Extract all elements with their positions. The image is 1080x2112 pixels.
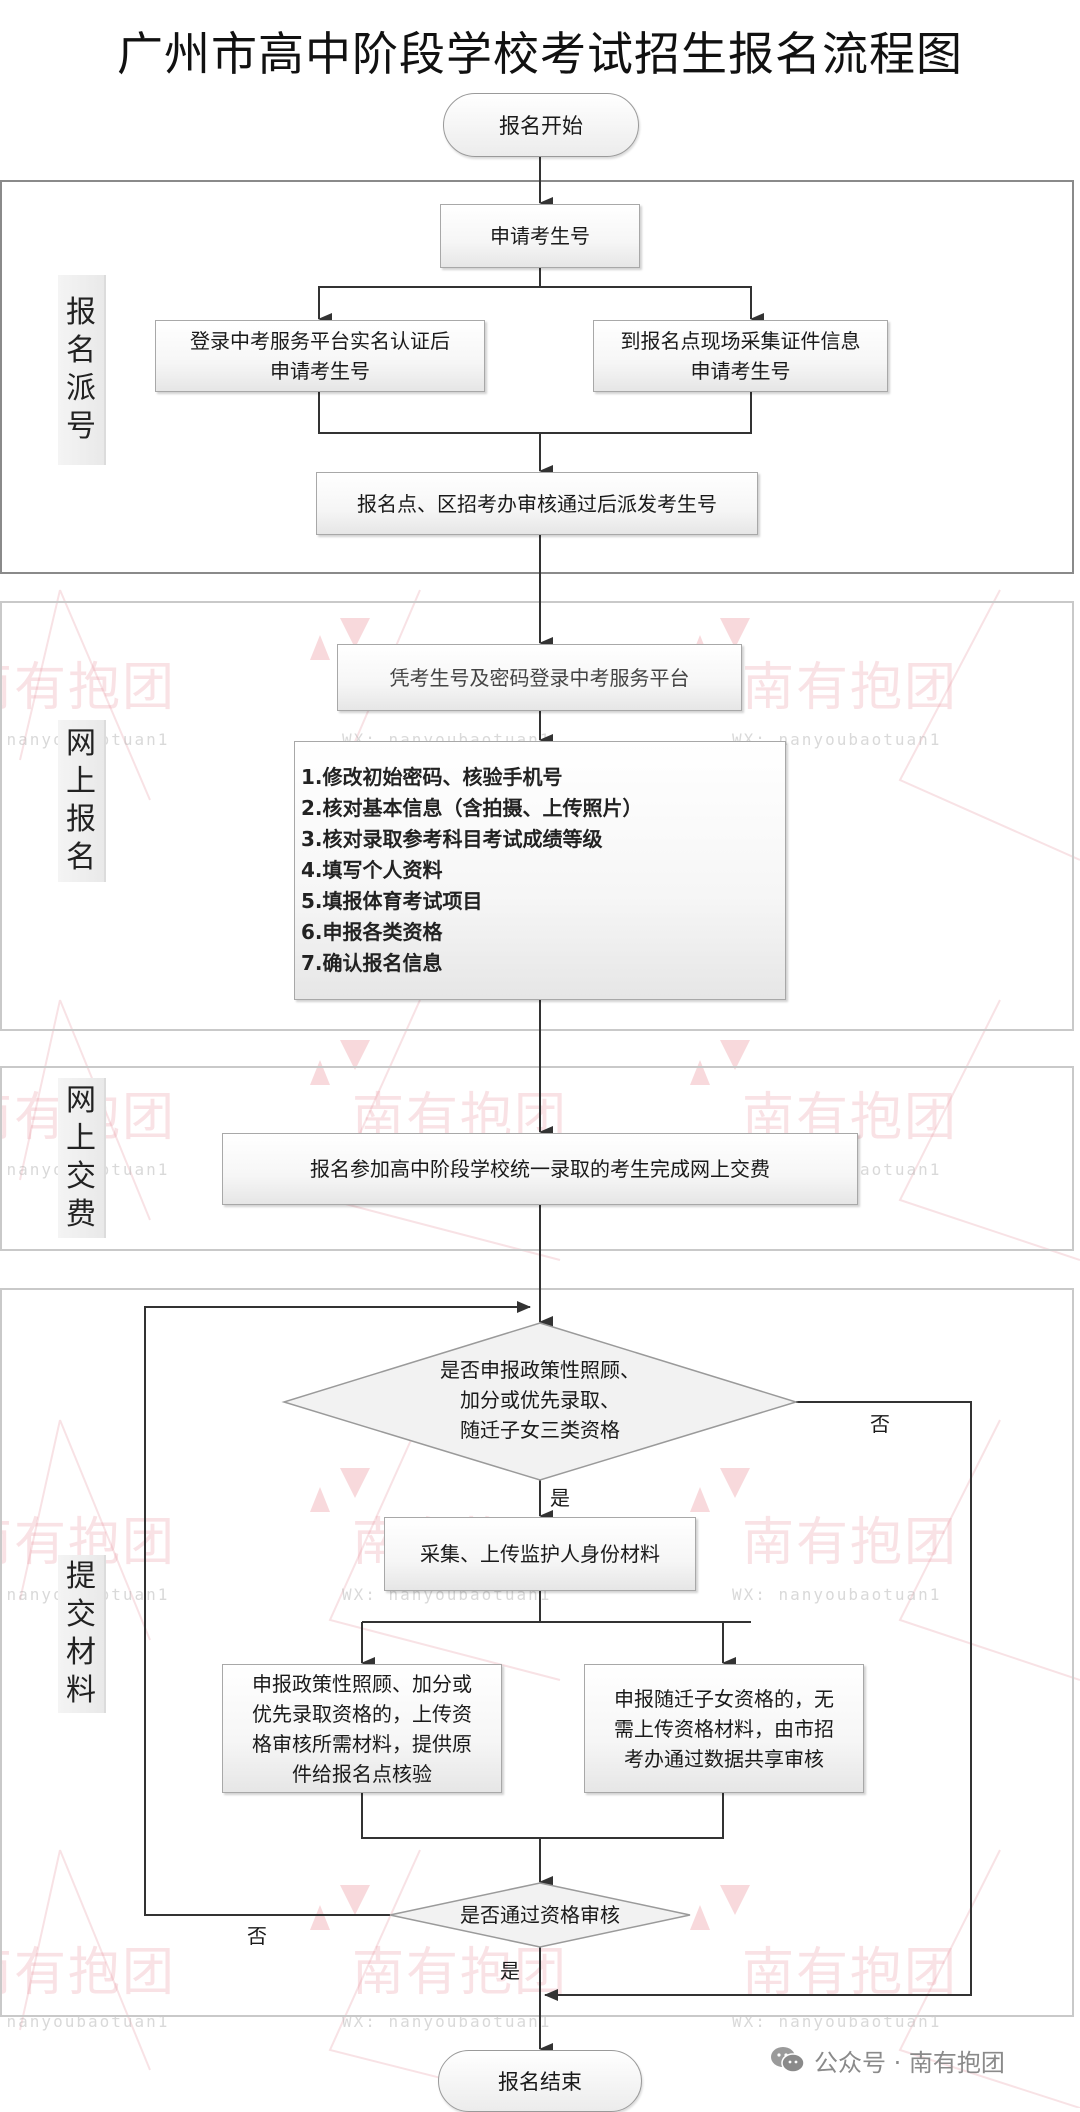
node-text: 到报名点现场采集证件信息 [620, 329, 861, 353]
node-text: 报名参加高中阶段学校统一录取的考生完成网上交费 [310, 1157, 770, 1181]
lane-label-char: 料 [66, 1673, 96, 1708]
node-text: 优先录取资格的，上传资 [252, 1701, 472, 1726]
lane-label-online-registration: 网 上 报 名 [58, 720, 106, 882]
start-label: 报名开始 [499, 114, 583, 138]
node-policy-upload: 申报政策性照顾、加分或 优先录取资格的，上传资 格审核所需材料，提供原 件给报名… [222, 1664, 502, 1793]
start-terminator: 报名开始 [443, 93, 639, 157]
end-terminator: 报名结束 [438, 2050, 642, 2112]
step-item: 4.填写个人资料 [301, 858, 443, 882]
watermark-text: 南有抱团 [742, 658, 959, 718]
node-registration-steps: 1.修改初始密码、核验手机号 2.核对基本信息（含拍摄、上传照片） 3.核对录取… [294, 741, 786, 1000]
lane-label-char: 提 [66, 1559, 96, 1594]
diagram-title: 广州市高中阶段学校考试招生报名流程图 [117, 27, 963, 81]
node-text: 采集、上传监护人身份材料 [420, 1542, 660, 1566]
node-text: 申请考生号 [270, 359, 370, 383]
footer-text: 公众号 · 南有抱团 [814, 2048, 1005, 2077]
lane-label-char: 网 [66, 1083, 96, 1118]
decision-pass-text: 是否通过资格审核 [420, 1900, 660, 1930]
step-item: 5.填报体育考试项目 [301, 889, 483, 913]
node-online-payment: 报名参加高中阶段学校统一录取的考生完成网上交费 [222, 1133, 858, 1205]
lane-label-char: 材 [66, 1635, 96, 1670]
node-issue-number: 报名点、区招考办审核通过后派发考生号 [316, 472, 758, 535]
node-text: 申报政策性照顾、加分或 [252, 1671, 472, 1696]
decision-diamond-qualification [281, 1322, 799, 1481]
watermark-text: 南有抱团 [0, 658, 177, 718]
node-text: 是否申报政策性照顾、 [440, 1358, 640, 1382]
step-item: 2.核对基本信息（含拍摄、上传照片） [301, 796, 643, 820]
node-text: 申请考生号 [490, 224, 590, 248]
edge-label-yes: 是 [500, 1959, 520, 1983]
lane-label-char: 交 [66, 1597, 96, 1632]
node-text: 件给报名点核验 [292, 1761, 432, 1786]
edge-label-no: 否 [870, 1412, 890, 1436]
node-text: 登录中考服务平台实名认证后 [190, 329, 450, 353]
watermark-text: 南有抱团 [0, 1943, 177, 2003]
lane-online-payment [0, 1066, 1074, 1251]
edge-label-yes: 是 [550, 1486, 570, 1510]
node-text: 是否通过资格审核 [460, 1903, 620, 1927]
lane-label-char: 网 [66, 726, 96, 761]
watermark-text: 南有抱团 [742, 1943, 959, 2003]
decision-qualification-text: 是否申报政策性照顾、 加分或优先录取、 随迁子女三类资格 [360, 1355, 720, 1445]
lane-label-char: 报 [66, 802, 96, 837]
node-apply-number: 申请考生号 [440, 204, 640, 268]
end-label: 报名结束 [498, 2070, 582, 2094]
steps-list: 1.修改初始密码、核验手机号 2.核对基本信息（含拍摄、上传照片） 3.核对录取… [301, 762, 643, 979]
lane-label-char: 上 [66, 1121, 96, 1156]
node-login-platform: 凭考生号及密码登录中考服务平台 [337, 644, 742, 711]
lane-assign-number [0, 180, 1074, 574]
lane-label-assign: 报 名 派 号 [58, 275, 106, 465]
node-text: 凭考生号及密码登录中考服务平台 [389, 665, 690, 690]
lane-online-registration [0, 601, 1074, 1031]
node-onsite-apply: 到报名点现场采集证件信息 申请考生号 [593, 320, 888, 392]
lane-submit-materials [0, 1288, 1074, 2017]
lane-label-char: 名 [66, 840, 96, 875]
footer-account: 公众号 · 南有抱团 [770, 2040, 1005, 2080]
lane-label-char: 上 [66, 764, 96, 799]
step-item: 7.确认报名信息 [301, 951, 443, 975]
node-text: 需上传资格材料，由市招 [614, 1716, 834, 1741]
lane-label-char: 名 [66, 333, 96, 368]
watermark-sub: WX: nanyoubaotuan1 [732, 1585, 942, 1604]
step-item: 6.申报各类资格 [301, 920, 443, 944]
lane-label-char: 号 [66, 409, 96, 444]
lane-label-char: 交 [66, 1159, 96, 1194]
node-migrant-children: 申报随迁子女资格的，无 需上传资格材料，由市招 考办通过数据共享审核 [584, 1664, 864, 1793]
step-item: 3.核对录取参考科目考试成绩等级 [301, 827, 603, 851]
wechat-icon [771, 2047, 805, 2073]
edge-label-no: 否 [247, 1924, 267, 1948]
lane-label-online-payment: 网 上 交 费 [58, 1078, 106, 1238]
watermark-text: 南有抱团 [742, 1513, 959, 1573]
lane-label-submit-materials: 提 交 材 料 [58, 1555, 106, 1713]
lane-label-char: 报 [66, 295, 96, 330]
node-text: 加分或优先录取、 [460, 1388, 620, 1412]
decision-diamond-pass [389, 1882, 691, 1948]
step-item: 1.修改初始密码、核验手机号 [301, 765, 563, 789]
node-text: 考办通过数据共享审核 [624, 1746, 824, 1771]
node-text: 格审核所需材料，提供原 [252, 1731, 472, 1756]
node-text: 报名点、区招考办审核通过后派发考生号 [357, 491, 717, 516]
watermark-text: 南有抱团 [352, 1943, 569, 2003]
lane-label-char: 派 [66, 371, 96, 406]
node-text: 申请考生号 [690, 359, 791, 383]
lane-label-char: 费 [66, 1197, 96, 1232]
node-online-apply: 登录中考服务平台实名认证后 申请考生号 [155, 320, 485, 392]
node-collect-guardian: 采集、上传监护人身份材料 [384, 1517, 696, 1591]
node-text: 申报随迁子女资格的，无 [614, 1686, 834, 1711]
node-text: 随迁子女三类资格 [460, 1418, 620, 1442]
